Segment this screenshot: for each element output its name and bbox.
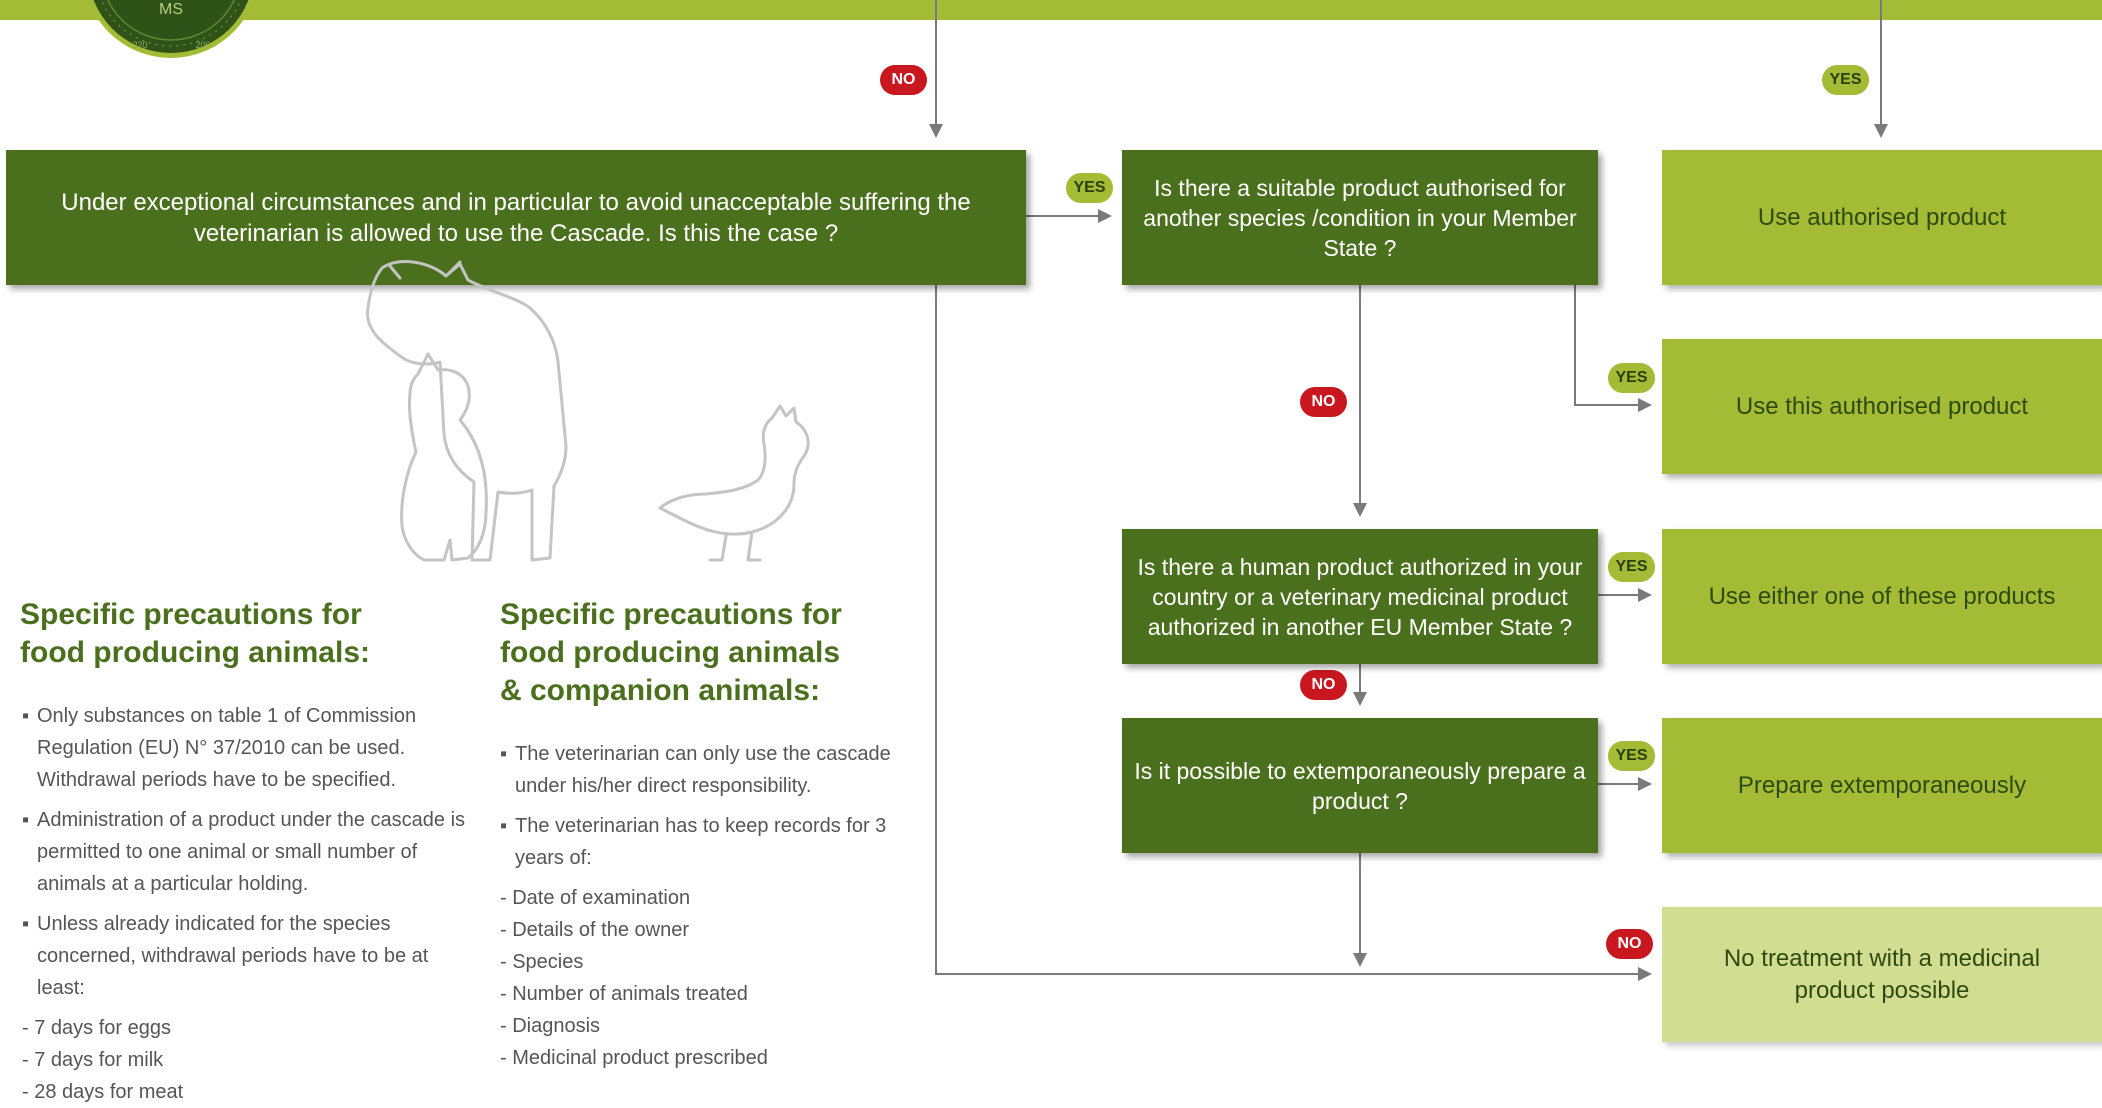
food-animals-precautions-list: Only substances on table 1 of Commission… — [22, 700, 474, 1108]
companion-animals-heading: Specific precautions for food producing … — [500, 598, 842, 707]
list-item: The veterinarian can only use the cascad… — [500, 738, 900, 802]
list-item: Details of the owner — [500, 914, 900, 946]
use-either-product-box: Use either one of these products — [1662, 529, 2102, 664]
list-item: The veterinarian has to keep records for… — [500, 810, 900, 874]
svg-text:200: 200 — [195, 40, 210, 50]
cascade-question-box: Under exceptional circumstances and in p… — [6, 150, 1026, 285]
arrow-other-species-to-use-this — [1574, 270, 1652, 412]
list-item: Species — [500, 946, 900, 978]
top-banner — [0, 0, 2102, 20]
use-authorised-product-box: Use authorised product — [1662, 150, 2102, 285]
flow-connectors — [929, 0, 1888, 981]
cat-icon — [400, 352, 488, 562]
no-badge: NO — [1606, 929, 1653, 959]
yes-badge: YES — [1822, 65, 1869, 95]
arrow-cascade-to-no-treatment — [935, 270, 1652, 981]
use-this-authorised-product-box: Use this authorised product — [1662, 339, 2102, 474]
no-badge: NO — [1300, 387, 1347, 417]
logo-text: MS — [159, 1, 183, 18]
no-badge: NO — [880, 65, 927, 95]
yes-badge: YES — [1066, 173, 1113, 203]
compass-seal-icon: MS 220 200 — [88, 0, 254, 58]
list-item: Date of examination — [500, 882, 900, 914]
list-item: 7 days for eggs — [22, 1012, 474, 1044]
list-item: 28 days for meat — [22, 1076, 474, 1108]
yes-badge: YES — [1608, 363, 1655, 393]
list-item: Diagnosis — [500, 1010, 900, 1042]
other-species-question-box: Is there a suitable product authorised f… — [1122, 150, 1598, 285]
animals-outline-icon — [366, 260, 810, 562]
list-item: Only substances on table 1 of Commission… — [22, 700, 474, 796]
human-product-question-box: Is there a human product authorized in y… — [1122, 529, 1598, 664]
list-item: Medicinal product prescribed — [500, 1042, 900, 1074]
chicken-icon — [658, 404, 810, 562]
extemporaneous-question-box: Is it possible to extemporaneously prepa… — [1122, 718, 1598, 853]
svg-text:220: 220 — [132, 40, 147, 50]
list-item: Administration of a product under the ca… — [22, 804, 474, 900]
cow-icon — [366, 260, 568, 562]
list-item: Number of animals treated — [500, 978, 900, 1010]
list-item: 7 days for milk — [22, 1044, 474, 1076]
no-treatment-box: No treatment with a medicinal product po… — [1662, 907, 2102, 1042]
companion-animals-precautions-list: The veterinarian can only use the cascad… — [500, 738, 900, 1074]
yes-badge: YES — [1608, 741, 1655, 771]
list-item: Unless already indicated for the species… — [22, 908, 474, 1004]
food-animals-heading: Specific precautions for food producing … — [20, 598, 370, 669]
no-badge: NO — [1300, 670, 1347, 700]
prepare-extemporaneously-box: Prepare extemporaneously — [1662, 718, 2102, 853]
yes-badge: YES — [1608, 552, 1655, 582]
